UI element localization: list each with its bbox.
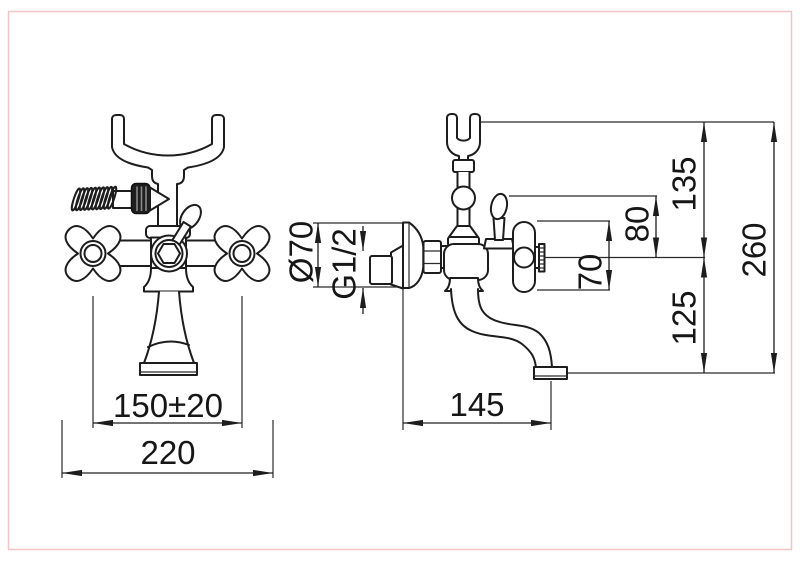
dim-label-thread-size: G1/2: [326, 228, 363, 300]
front-spout: [139, 290, 198, 376]
dim-label-handle-span: 70: [572, 254, 609, 291]
dim-label-lower-height: 125: [666, 290, 703, 345]
sheet-border: [7, 10, 793, 551]
front-view: [64, 114, 271, 376]
wall-flange: [402, 221, 425, 289]
spout-outlet: [533, 366, 568, 380]
side-body: [443, 243, 489, 281]
side-diverter-lever: [483, 192, 515, 250]
side-skirt: [444, 277, 484, 292]
front-cradle: [111, 114, 225, 185]
hose-tube: [112, 190, 134, 209]
wall-connection: [369, 221, 450, 290]
dim-label-overall-width: 220: [140, 434, 195, 471]
dim-label-overall-height: 260: [736, 222, 773, 277]
side-flare: [448, 225, 479, 238]
dimension-annotations: 150±20 220 145 Ø70 G1/2 70 80 135 125 26…: [61, 121, 778, 478]
dim-label-spout-reach: 145: [449, 386, 504, 423]
dim-label-handle-centers: 150±20: [113, 387, 223, 424]
dim-label-lever-offset: 80: [619, 206, 656, 243]
shower-hose: [70, 185, 118, 212]
thread-nub: [369, 255, 393, 285]
hex-nut: [157, 243, 181, 264]
side-cross-handle: [512, 221, 546, 293]
hose-cone: [149, 186, 170, 212]
front-diverter: [150, 203, 202, 273]
right-cross-handle: [213, 225, 271, 282]
side-cradle: [446, 113, 481, 161]
side-cradle-joint: [452, 159, 475, 173]
side-hex-nut: [422, 240, 442, 274]
side-view: [369, 113, 568, 380]
dim-label-flange-diameter: Ø70: [283, 221, 320, 283]
side-spout: [450, 288, 568, 380]
riser-ring: [451, 185, 476, 211]
front-skirt: [143, 267, 194, 293]
left-cross-handle: [64, 225, 122, 282]
dim-label-upper-height: 135: [666, 156, 703, 211]
